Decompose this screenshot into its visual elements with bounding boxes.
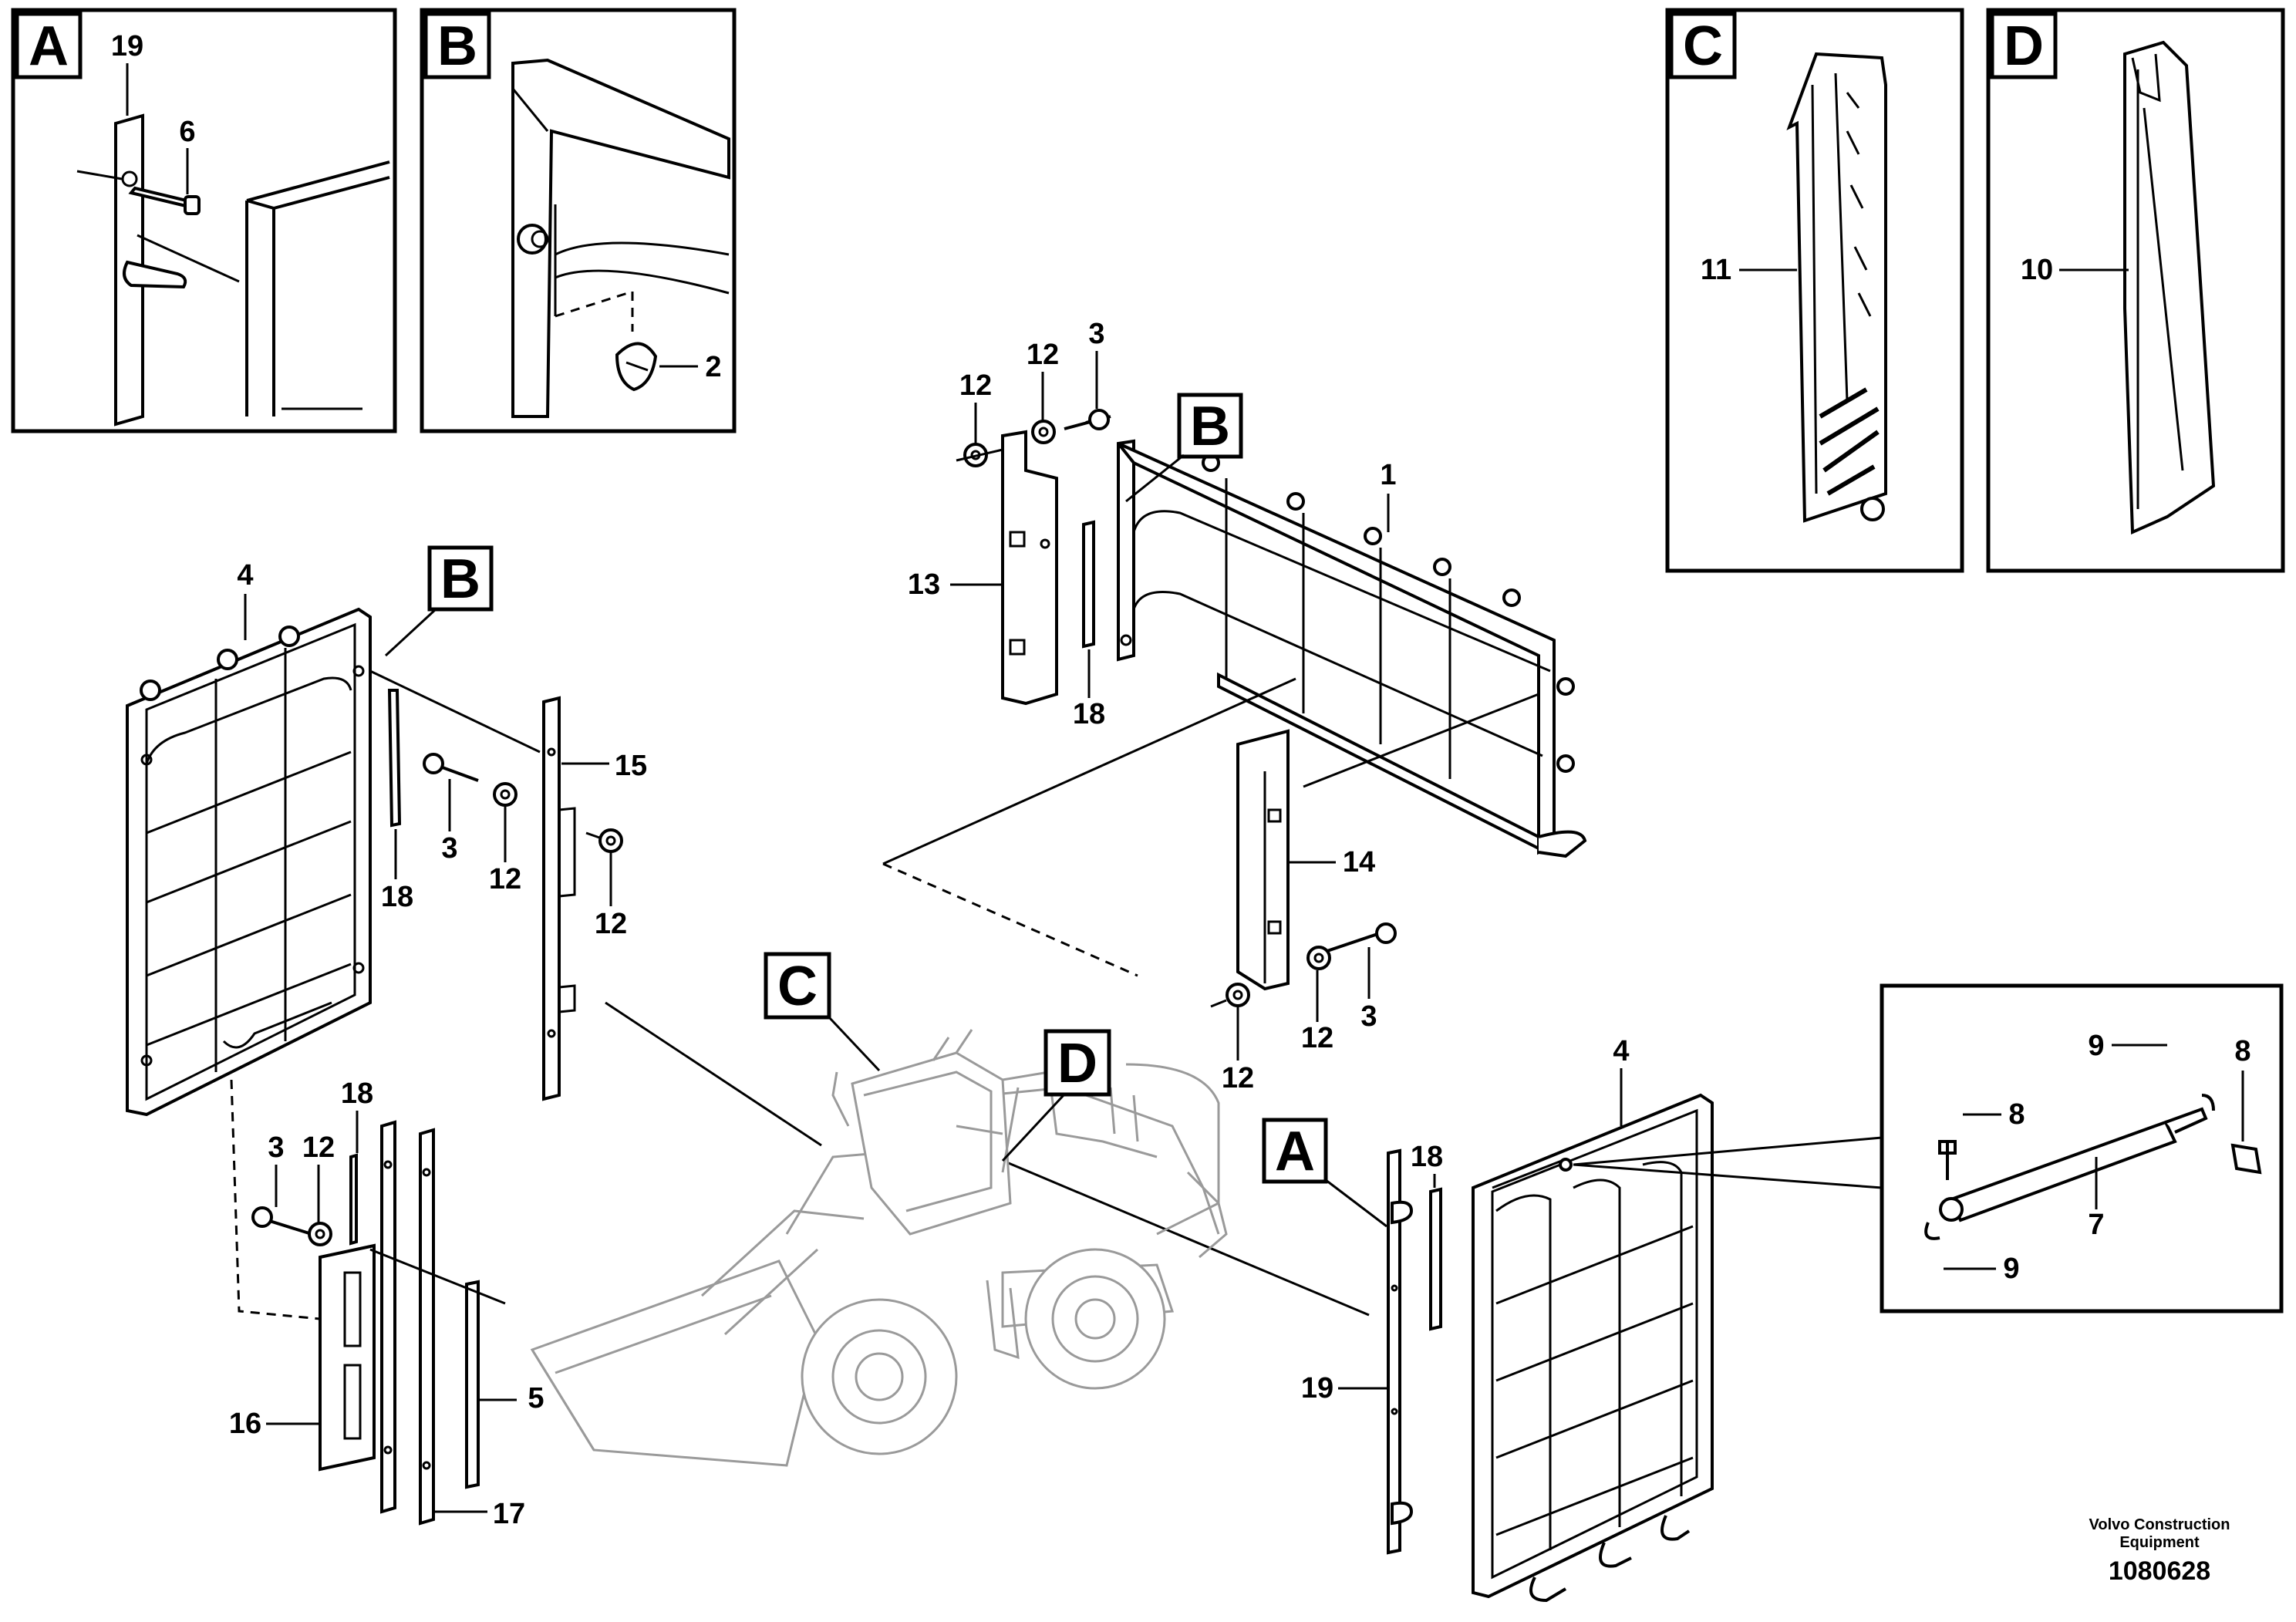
callout-17: 17 bbox=[493, 1498, 525, 1530]
svg-text:B: B bbox=[440, 548, 480, 610]
callout-3-low: 3 bbox=[268, 1131, 284, 1164]
inset-d-tag: D bbox=[2004, 15, 2044, 77]
brand-line-2: Equipment bbox=[2119, 1534, 2200, 1551]
plates-lower-left: 18 3 12 16 5 17 bbox=[229, 1077, 544, 1530]
inset-b: B 2 bbox=[420, 8, 737, 433]
plate-13: 13 12 12 3 18 bbox=[908, 318, 1111, 730]
doc-number: 1080628 bbox=[2109, 1556, 2210, 1586]
tag-c-machine: C bbox=[764, 952, 881, 1072]
svg-text:B: B bbox=[1190, 396, 1230, 457]
callout-3-mid: 3 bbox=[1360, 1000, 1377, 1033]
callout-13: 13 bbox=[908, 568, 940, 601]
callout-8-right: 8 bbox=[2234, 1035, 2250, 1067]
top-guard: 1 bbox=[1117, 439, 1587, 858]
callout-12-mid-a: 12 bbox=[1301, 1022, 1333, 1054]
plate-14: 14 3 12 12 bbox=[1210, 729, 1397, 1094]
callout-4-left: 4 bbox=[237, 559, 253, 592]
callout-10: 10 bbox=[2021, 254, 2053, 286]
footer: Volvo Construction Equipment 1080628 bbox=[2089, 1516, 2230, 1586]
inset-b-tag: B bbox=[437, 15, 477, 77]
callout-12-left-a: 12 bbox=[489, 863, 521, 895]
svg-text:A: A bbox=[1275, 1121, 1315, 1182]
strips-right: 19 18 bbox=[1301, 1141, 1443, 1555]
callout-12-low: 12 bbox=[302, 1131, 335, 1164]
callout-19: 19 bbox=[111, 30, 143, 62]
tag-d-machine: D bbox=[1001, 1029, 1111, 1162]
callout-12-mid-b: 12 bbox=[1222, 1062, 1254, 1094]
callout-3-left: 3 bbox=[441, 832, 457, 865]
tag-b-left: B bbox=[384, 545, 494, 657]
inset-d: D 10 bbox=[1986, 8, 2285, 573]
callout-4-right: 4 bbox=[1613, 1035, 1629, 1067]
callout-16: 16 bbox=[229, 1408, 261, 1440]
callout-8-left: 8 bbox=[2008, 1098, 2025, 1131]
inset-a-tag: A bbox=[29, 15, 69, 77]
callout-18-top: 18 bbox=[1073, 698, 1105, 730]
tag-b-top: B bbox=[1125, 393, 1243, 503]
inset-c: C 11 bbox=[1665, 8, 1964, 573]
callout-12b: 12 bbox=[1027, 339, 1059, 371]
callout-7: 7 bbox=[2088, 1209, 2104, 1241]
callout-1: 1 bbox=[1380, 459, 1396, 491]
callout-2: 2 bbox=[705, 351, 721, 383]
callout-12-left-b: 12 bbox=[595, 908, 627, 940]
callout-9-top: 9 bbox=[2088, 1030, 2104, 1062]
inset-c-tag: C bbox=[1683, 15, 1723, 77]
callout-15: 15 bbox=[615, 750, 647, 782]
tag-a-right: A bbox=[1262, 1118, 1387, 1228]
strut-inset: 9 8 8 7 9 bbox=[1573, 983, 2284, 1313]
callout-14: 14 bbox=[1343, 846, 1375, 878]
callout-3-top: 3 bbox=[1088, 318, 1104, 350]
callout-12a: 12 bbox=[959, 369, 992, 402]
callout-5: 5 bbox=[528, 1382, 544, 1415]
callout-18-left: 18 bbox=[381, 881, 413, 913]
wheel-loader bbox=[530, 1029, 1228, 1467]
callout-9-bottom: 9 bbox=[2003, 1253, 2019, 1285]
callout-6: 6 bbox=[179, 116, 195, 148]
svg-text:C: C bbox=[777, 956, 818, 1017]
left-guard: 4 bbox=[126, 559, 372, 1117]
right-guard: 4 bbox=[1472, 1035, 1714, 1603]
callout-11: 11 bbox=[1701, 254, 1731, 286]
brand-line-1: Volvo Construction bbox=[2089, 1516, 2230, 1533]
connector-lines bbox=[230, 669, 1539, 1320]
svg-text:D: D bbox=[1057, 1033, 1097, 1094]
callout-18-low: 18 bbox=[341, 1077, 373, 1110]
plate-15: 15 18 3 12 12 bbox=[381, 689, 647, 1101]
callout-19-right: 19 bbox=[1301, 1372, 1333, 1404]
callout-18-right: 18 bbox=[1411, 1141, 1443, 1173]
inset-a: A 19 6 bbox=[11, 8, 397, 433]
